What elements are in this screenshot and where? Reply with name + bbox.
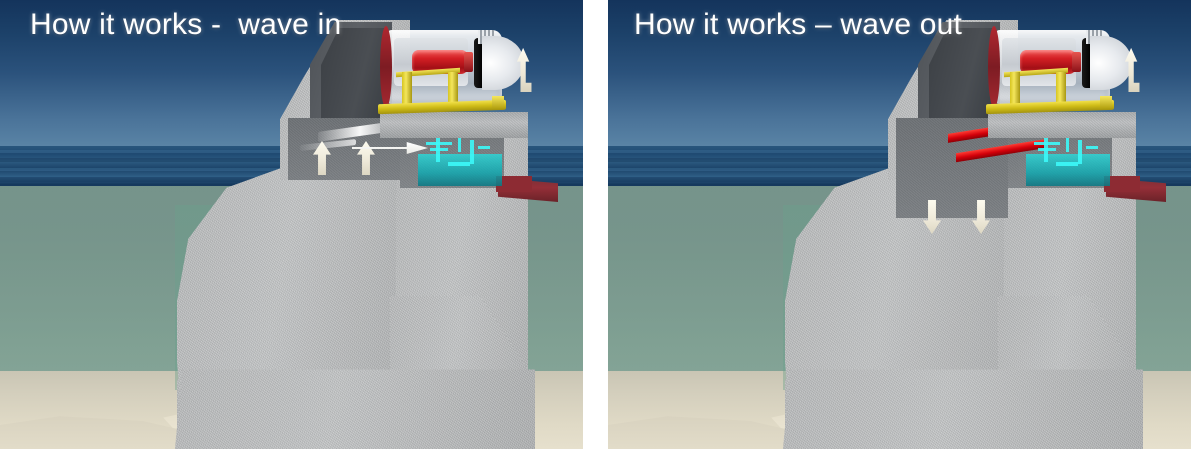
generator-cap (464, 52, 473, 72)
machinery-part (1034, 142, 1060, 145)
frame-leg (402, 72, 412, 108)
caisson-structure (0, 0, 583, 449)
machinery-body (1026, 154, 1110, 186)
caisson-footing (175, 369, 535, 449)
machinery-part (430, 148, 448, 151)
duct-red-ring (380, 26, 392, 108)
frame-clip (1100, 96, 1112, 108)
machinery-body (418, 154, 502, 186)
machinery-part (426, 142, 452, 145)
control-machinery (414, 132, 506, 188)
frame-leg (1056, 72, 1066, 108)
air-turbine-assembly (378, 24, 524, 116)
machinery-part (1056, 162, 1078, 166)
panel-wave-out: How it works – wave out (608, 0, 1191, 449)
deck-ledge-edge (1104, 176, 1140, 192)
caisson-footing (783, 369, 1143, 449)
panel-wave-in: How it works - wave in (0, 0, 583, 449)
panel-title-wave-in: How it works - wave in (30, 8, 342, 41)
machinery-part (448, 162, 470, 166)
machinery-part (1086, 146, 1098, 149)
machinery-part (458, 136, 461, 152)
machinery-part (1066, 136, 1069, 152)
turbine-plinth (988, 112, 1136, 138)
machinery-part (1038, 148, 1056, 151)
air-turbine-assembly (986, 24, 1132, 116)
panel-title-wave-out: How it works – wave out (634, 8, 963, 41)
frame-leg (448, 72, 458, 108)
frame-clip (492, 96, 504, 108)
machinery-part (470, 140, 474, 164)
machinery-part (478, 146, 490, 149)
generator-cap (1072, 52, 1081, 72)
deck-ledge-edge (496, 176, 532, 192)
machinery-part (1078, 140, 1082, 164)
frame-leg (1010, 72, 1020, 108)
duct-red-ring (988, 26, 1000, 108)
turbine-plinth (380, 112, 528, 138)
control-machinery (1022, 132, 1114, 188)
